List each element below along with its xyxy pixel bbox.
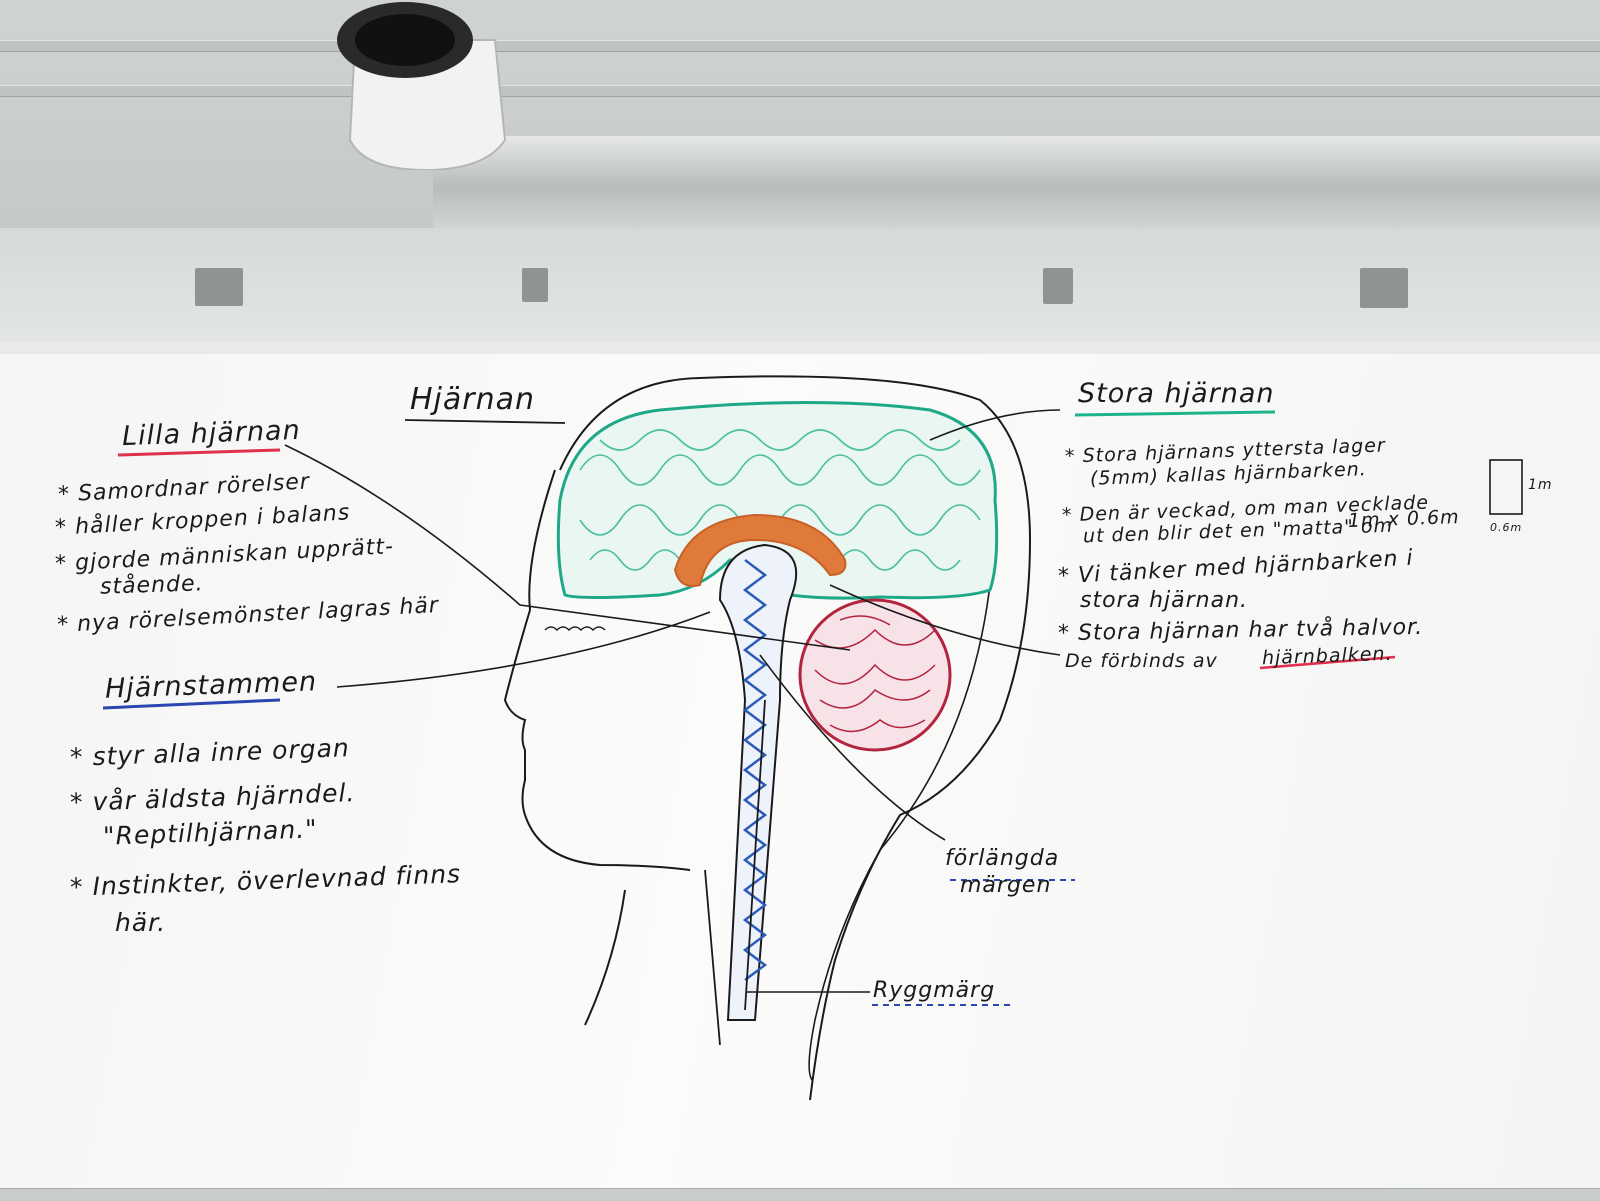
brainstem: [718, 543, 798, 1021]
stora-item: De förbinds av: [1065, 650, 1218, 672]
face-profile: [503, 469, 691, 871]
stora-item-hjarnbalken: hjärnbalken.: [1261, 642, 1393, 670]
stam-item: här.: [115, 908, 167, 937]
projector-screen-roller: [433, 136, 1600, 231]
board-title: Hjärnan: [410, 382, 536, 417]
stora-item: stora hjärnan.: [1080, 588, 1249, 613]
cerebrum: [556, 401, 999, 600]
head-outline: [559, 375, 1032, 1101]
label-forlangda: förlängda: [945, 846, 1060, 871]
stora-dimension: 1m x 0.6m: [1347, 506, 1460, 532]
callout-stora: [929, 409, 1061, 441]
dimension-height: 1m: [1528, 477, 1553, 493]
wall-bracket: [522, 268, 548, 302]
mat-dimension-box: [1489, 459, 1523, 515]
underline-lilla: [117, 448, 281, 457]
wall-bracket: [195, 268, 243, 306]
projector: [337, 2, 507, 170]
neck-front: [584, 889, 626, 1026]
callout-hjarnstam: [336, 611, 711, 688]
label-ryggmarg: Ryggmärg: [873, 978, 996, 1003]
callout-hjarnbalken: [829, 584, 1061, 656]
wall-strip: [0, 228, 1600, 346]
heading-lilla-hjarnan: Lilla hjärnan: [121, 414, 302, 453]
label-margen: märgen: [960, 873, 1052, 898]
spinal-cord-zigzag: [742, 559, 768, 981]
cerebellum: [798, 598, 952, 752]
heading-hjarnstammen: Hjärnstammen: [104, 666, 318, 705]
callout-forlangda: [759, 654, 946, 841]
eyebrow: [544, 626, 606, 632]
wall-bracket: [1043, 268, 1073, 304]
underline-stam: [102, 698, 281, 710]
callout-lilla: [284, 444, 851, 651]
cerebellum-folds: [814, 615, 936, 733]
corpus-callosum: [673, 513, 847, 587]
spinal-cord-outline: [704, 699, 766, 1046]
dimension-width: 0.6m: [1490, 521, 1523, 534]
lilla-item: stående.: [99, 571, 204, 600]
heading-stora-hjarnan: Stora hjärnan: [1078, 378, 1275, 409]
underline-title: [404, 419, 566, 424]
underline-hjarnbalken: [1259, 655, 1396, 670]
stam-item: "Reptilhjärnan.": [102, 814, 319, 851]
wall-bracket: [1360, 268, 1408, 308]
back-of-neck: [808, 514, 996, 1081]
underline-stora: [1074, 410, 1276, 417]
whiteboard-tray: [0, 1188, 1600, 1201]
